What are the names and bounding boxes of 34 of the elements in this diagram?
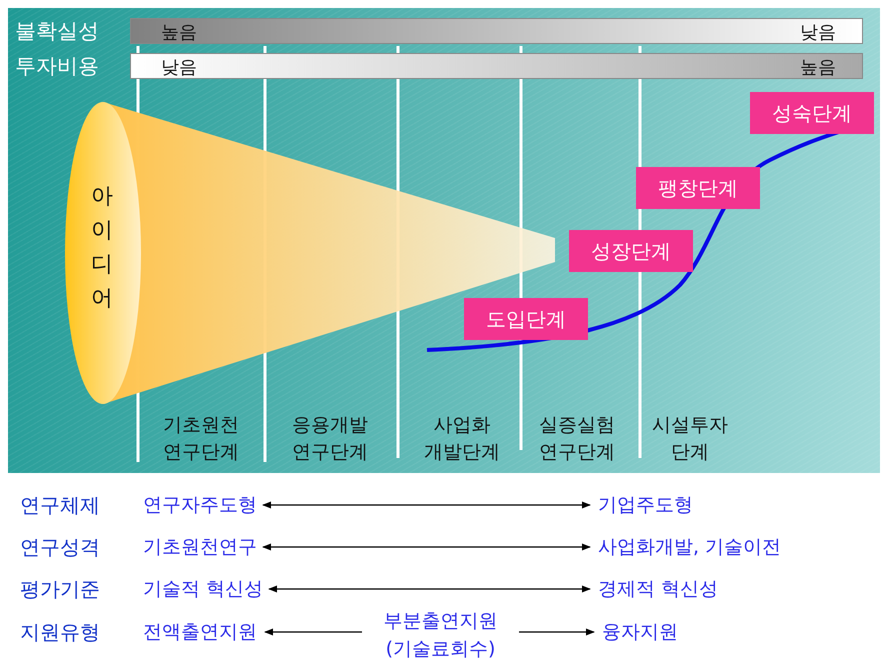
scale-end-label: 낮음: [161, 56, 197, 79]
double-arrow: [262, 501, 591, 509]
scale-label: 불확실성: [15, 18, 99, 45]
stage-tag: 팽창단계: [636, 167, 760, 209]
scale-end-label: 높음: [161, 21, 197, 44]
double-arrow: [268, 585, 591, 593]
scale-end-label: 낮음: [800, 21, 836, 44]
row-heading: 지원유형: [20, 619, 100, 646]
double-arrow: [262, 543, 591, 551]
option-text: 사업화개발, 기술이전: [598, 534, 782, 560]
option-text: 융자지원: [602, 619, 678, 645]
option-text: 기초원천연구: [143, 534, 257, 560]
stage-tag: 성장단계: [569, 230, 693, 272]
option-text: 기술적 혁신성: [143, 576, 264, 602]
stage-tag: 도입단계: [464, 298, 588, 340]
stage-label: 사업화 개발단계: [423, 413, 501, 465]
stage-label: 기초원천 연구단계: [162, 413, 240, 465]
stage-tag: 성숙단계: [750, 92, 874, 134]
row-heading: 연구체제: [20, 492, 100, 519]
stage-label: 실증실험 연구단계: [538, 413, 616, 465]
arrow: [264, 628, 362, 636]
option-text: 기업주도형: [598, 492, 693, 518]
stage-label: 응용개발 연구단계: [291, 413, 369, 465]
funnel-label: 아이디어: [90, 183, 114, 313]
row-heading: 연구성격: [20, 534, 100, 561]
option-text: 경제적 혁신성: [598, 576, 718, 602]
option-text: 연구자주도형: [143, 492, 257, 518]
option-text: 부분출연지원 (기술료회수): [368, 607, 513, 663]
option-text: 전액출연지원: [143, 619, 257, 645]
arrow: [519, 628, 595, 636]
stage-label: 시설투자 단계: [651, 413, 729, 465]
row-heading: 평가기준: [20, 576, 100, 603]
scale-end-label: 높음: [800, 56, 836, 79]
scale-label: 투자비용: [15, 53, 99, 80]
